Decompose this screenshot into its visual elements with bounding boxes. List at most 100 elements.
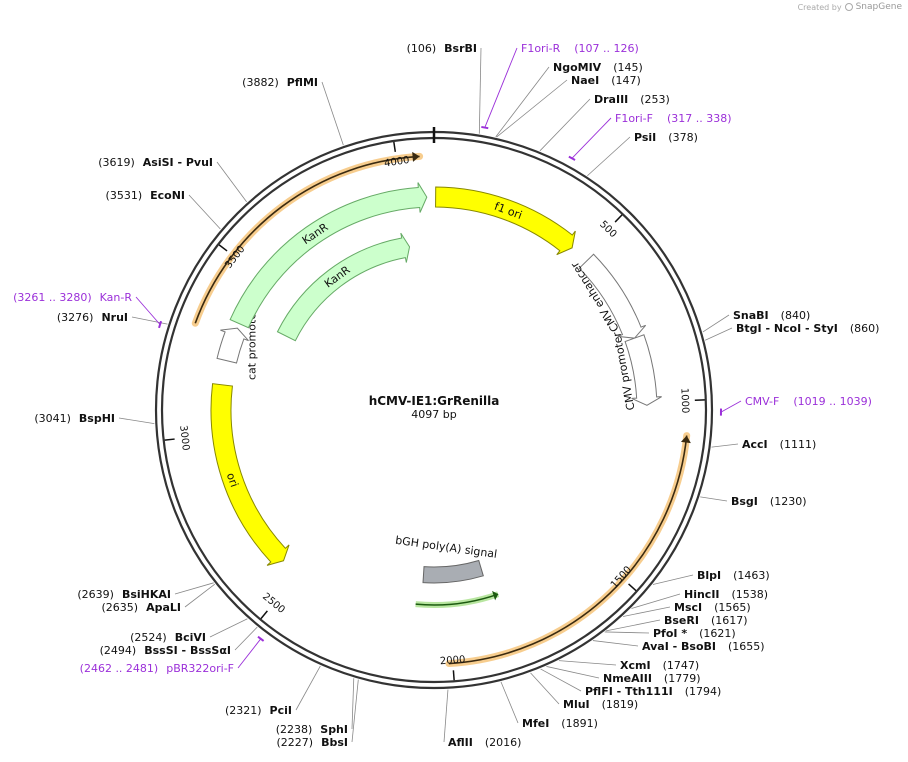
enzyme-name: BsiHKAI — [122, 588, 171, 601]
enzyme-name: AflII — [448, 736, 473, 749]
enzyme-leader-line — [623, 606, 671, 617]
tick-mark — [614, 214, 623, 223]
enzyme-leader-line — [295, 665, 321, 711]
enzyme-position: (3041) — [34, 412, 71, 425]
enzyme-position: (1655) — [728, 640, 765, 653]
enzyme-label: BseRI(1617) — [664, 614, 748, 627]
enzyme-label: (2227)BbsI — [277, 736, 348, 749]
enzyme-name: BlpI — [697, 569, 721, 582]
enzyme-name: EcoNI — [150, 189, 185, 202]
enzyme-label: AflII(2016) — [448, 736, 521, 749]
enzyme-position: (1794) — [685, 685, 722, 698]
primer-range: (2462 .. 2481) — [80, 662, 159, 675]
enzyme-position: (1230) — [770, 495, 807, 508]
enzyme-position: (3276) — [57, 311, 94, 324]
snapgene-logo-icon — [844, 3, 853, 11]
feature-cat-promoter — [216, 327, 249, 364]
enzyme-leader-line — [587, 136, 631, 177]
enzyme-leader-line — [351, 678, 355, 730]
enzyme-name: BspHI — [79, 412, 115, 425]
enzyme-leader-line — [216, 161, 247, 203]
enzyme-leader-line — [184, 583, 216, 608]
enzyme-position: (1747) — [663, 659, 700, 672]
enzyme-name: ApaLI — [146, 601, 181, 614]
tick-label: 4000 — [383, 155, 410, 170]
enzyme-position: (2639) — [77, 588, 114, 601]
enzyme-position: (1891) — [561, 717, 598, 730]
tick-mark — [452, 670, 455, 681]
green-orf-line — [415, 593, 499, 606]
backbone-ring — [154, 127, 714, 690]
primer-range: (1019 .. 1039) — [793, 395, 872, 408]
enzyme-name: AvaI - BsoBI — [642, 640, 716, 653]
enzyme-label: (2635) ApaLI — [102, 601, 182, 614]
enzyme-label: MscI (1565) — [674, 601, 751, 614]
primer-range: (107 .. 126) — [574, 42, 639, 55]
enzyme-layer: (106)BsrBINgoMIV(145)NaeI(147)DraIII(253… — [34, 42, 879, 749]
enzyme-label: (3276) NruI — [57, 311, 128, 324]
enzyme-name: NgoMIV — [553, 61, 602, 74]
enzyme-name: PfoI * — [653, 627, 687, 640]
enzyme-leader-line — [443, 689, 449, 743]
enzyme-label: (2524)BciVI — [130, 631, 206, 644]
enzyme-position: (1111) — [780, 438, 817, 451]
orf-arrowhead — [680, 435, 691, 444]
enzyme-leader-line — [558, 660, 617, 666]
green-orf-arrowhead — [492, 590, 499, 601]
enzyme-position: (2238) — [276, 723, 313, 736]
enzyme-leader-line — [495, 66, 550, 138]
primer-range: (3261 .. 3280) — [13, 291, 92, 304]
enzyme-label: BlpI(1463) — [697, 569, 770, 582]
feature-f1-ori — [435, 186, 576, 256]
enzyme-label: XcmI(1747) — [620, 659, 699, 672]
enzyme-label: (3531)EcoNI — [106, 189, 185, 202]
enzyme-label: PfoI *(1621) — [653, 627, 736, 640]
enzyme-leader-line — [321, 81, 344, 146]
enzyme-name: BsgI — [731, 495, 758, 508]
tick-label: 3000 — [177, 425, 191, 452]
enzyme-name: PsiI — [634, 131, 656, 144]
primer-layer: F1ori-R(107 .. 126)F1ori-F(317 .. 338)CM… — [13, 42, 872, 675]
tick-mark — [628, 583, 637, 592]
enzyme-position: (1565) — [714, 601, 751, 614]
enzyme-name: BciVI — [175, 631, 206, 644]
orf-line — [448, 435, 688, 665]
feature-label: bGH poly(A) signal — [394, 534, 498, 561]
enzyme-leader-line — [605, 619, 661, 632]
enzyme-leader-line — [592, 640, 639, 647]
enzyme-label: PsiI(378) — [634, 131, 698, 144]
enzyme-label: BsgI (1230) — [731, 495, 806, 508]
primer-site — [568, 155, 576, 161]
credit-text: Created by — [797, 2, 842, 12]
enzyme-name: SnaBI — [733, 309, 769, 322]
enzyme-name: NruI — [101, 311, 128, 324]
enzyme-name: NmeAIII — [603, 672, 652, 685]
enzyme-name: BseRI — [664, 614, 699, 627]
enzyme-position: (2227) — [277, 736, 314, 749]
plasmid-length: 4097 bp — [411, 408, 456, 421]
enzyme-name: MfeI — [522, 717, 549, 730]
primer-range: (317 .. 338) — [667, 112, 732, 125]
enzyme-position: (2635) — [102, 601, 139, 614]
primer-leader-line — [720, 400, 742, 413]
enzyme-leader-line — [546, 666, 600, 679]
enzyme-label: AvaI - BsoBI (1655) — [642, 640, 765, 653]
enzyme-label: (2494)BssSI - BssSαI — [100, 644, 231, 657]
enzyme-leader-line — [234, 626, 258, 651]
enzyme-leader-line — [174, 582, 214, 595]
credit-brand: SnapGene — [855, 2, 902, 12]
enzyme-position: (2494) — [100, 644, 137, 657]
enzyme-leader-line — [652, 574, 694, 585]
enzyme-leader-line — [540, 668, 582, 692]
enzyme-label: (2639) BsiHKAI — [77, 588, 171, 601]
enzyme-name: MscI — [674, 601, 702, 614]
enzyme-label: AccI(1111) — [742, 438, 816, 451]
primer-label: F1ori-F(317 .. 338) — [615, 112, 732, 125]
feature-bgh-poly-a-signal — [422, 559, 484, 584]
primer-leader-line — [571, 117, 612, 159]
primer-leader-line — [237, 638, 262, 669]
enzyme-name: PciI — [270, 704, 292, 717]
enzyme-label: HincII(1538) — [684, 588, 768, 601]
enzyme-leader-line — [188, 194, 221, 230]
enzyme-label: MfeI (1891) — [522, 717, 598, 730]
